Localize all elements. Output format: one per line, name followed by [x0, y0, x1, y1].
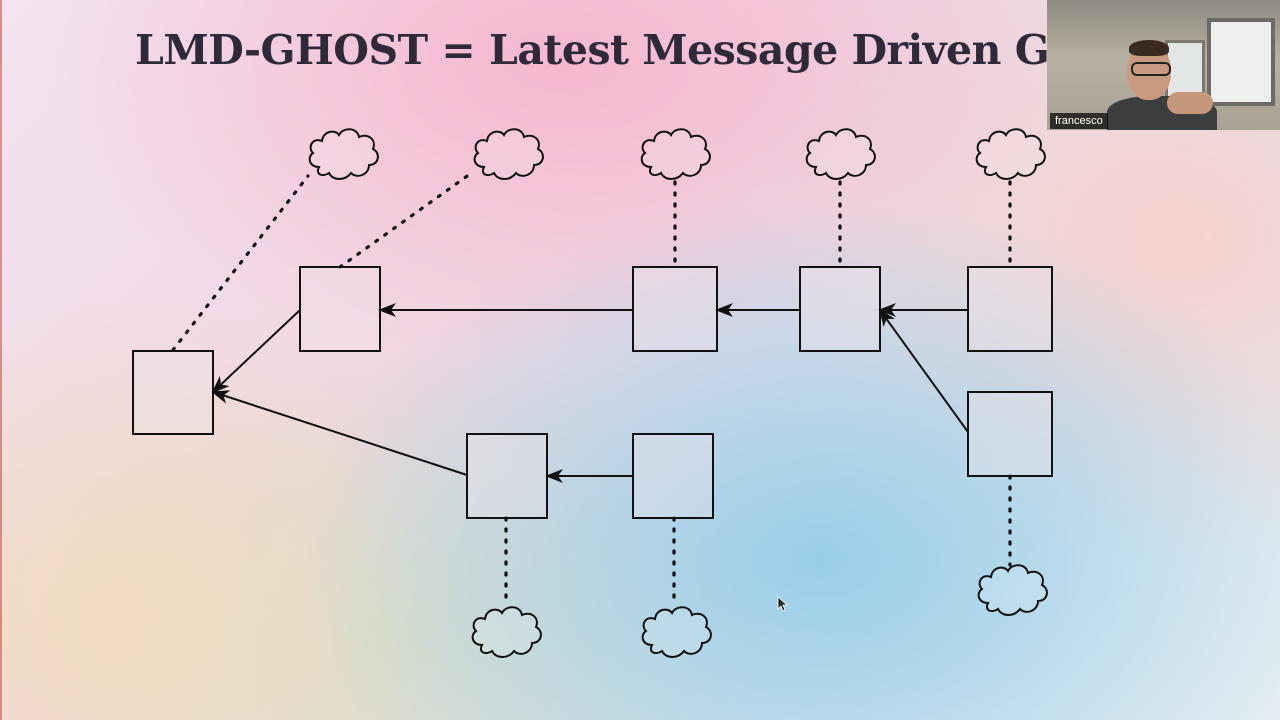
cloud-icon — [473, 128, 544, 181]
mouse-cursor-icon — [777, 596, 789, 612]
window-edge — [0, 0, 2, 720]
cloud-icon — [641, 606, 712, 659]
participant-name-tag: francesco — [1050, 113, 1108, 129]
block-a3 — [799, 266, 881, 352]
webcam-background-window — [1207, 18, 1275, 106]
block-a4 — [967, 266, 1053, 352]
parent-link — [211, 309, 301, 394]
block-genesis — [132, 350, 214, 435]
parent-link — [211, 390, 468, 476]
webcam-person-glasses — [1131, 62, 1171, 76]
block-a5 — [967, 391, 1053, 477]
cloud-icon — [977, 564, 1048, 617]
cloud-icon — [308, 128, 379, 181]
block-a2 — [632, 266, 718, 352]
parent-link — [878, 308, 969, 433]
cloud-icon — [640, 128, 711, 181]
slide-title: LMD-GHOST = Latest Message Driven GHOST — [135, 26, 1065, 74]
webcam-feed[interactable] — [1047, 0, 1280, 130]
webcam-person-hand — [1167, 92, 1213, 114]
vote-line — [171, 174, 310, 352]
cloud-icon — [975, 128, 1046, 181]
block-b2 — [632, 433, 714, 519]
webcam-person-hair — [1129, 40, 1169, 56]
block-b1 — [466, 433, 548, 519]
block-a1 — [299, 266, 381, 352]
cloud-icon — [805, 128, 876, 181]
cloud-icon — [471, 606, 542, 659]
vote-line — [338, 172, 472, 269]
